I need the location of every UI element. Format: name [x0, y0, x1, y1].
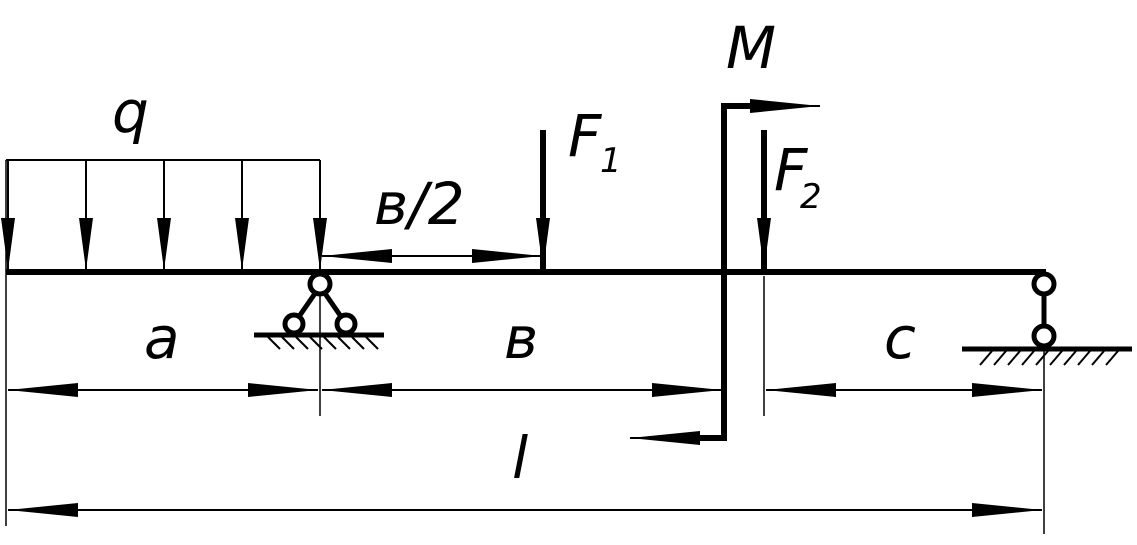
- label-l: l: [512, 424, 528, 492]
- extension-lines: [5, 160, 1045, 534]
- label-half-b: в/2: [374, 170, 465, 238]
- label-F1: F: [568, 102, 603, 170]
- pin-support: [254, 271, 384, 350]
- label-F2-subscript: 2: [800, 177, 822, 217]
- label-F1-subscript: 1: [600, 141, 622, 181]
- roller-support: [962, 271, 1132, 366]
- moment-M: [630, 99, 820, 445]
- pin-roller-right: [334, 312, 358, 336]
- distributed-load: [1, 159, 327, 270]
- pin-top: [307, 271, 333, 297]
- label-F2: F: [774, 136, 809, 204]
- pin-hatching: [267, 336, 379, 350]
- pin-leg-right: [321, 290, 345, 320]
- roller-top: [1031, 271, 1057, 297]
- label-M: M: [726, 14, 776, 82]
- roller-bottom: [1031, 323, 1057, 349]
- moment-path: [690, 103, 760, 441]
- pin-leg-left: [295, 290, 319, 320]
- label-q: q: [112, 78, 149, 146]
- pin-roller-left: [282, 312, 306, 336]
- label-b: в: [504, 304, 538, 372]
- roller-hatching: [979, 350, 1119, 366]
- label-c: c: [884, 304, 916, 372]
- label-a: a: [144, 304, 180, 372]
